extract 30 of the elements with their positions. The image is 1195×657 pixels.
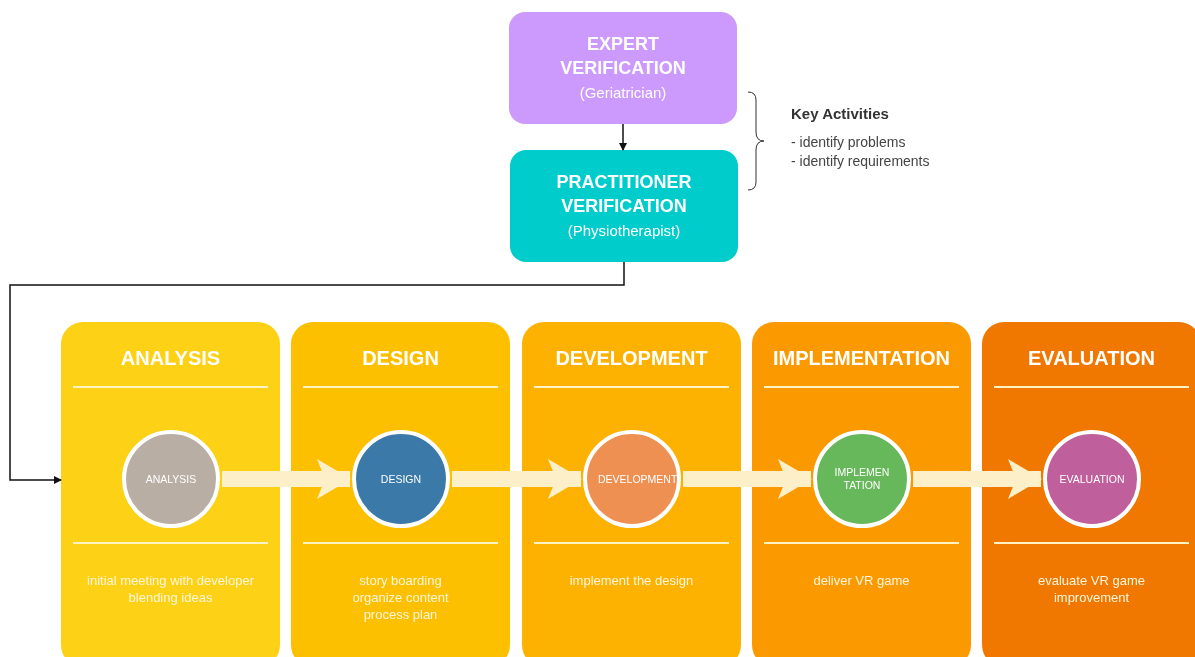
phase-title: EVALUATION — [1027, 346, 1156, 371]
phase-title: ANALYSIS — [119, 346, 222, 371]
phase-card — [982, 322, 1195, 657]
chevron-arrow — [222, 459, 351, 499]
chevron-arrow — [452, 459, 582, 499]
phase-description: initial meeting with developer blending ideas — [86, 572, 255, 606]
verification-box — [510, 150, 738, 262]
phase-title: DEVELOPMENT — [554, 346, 709, 371]
verification-box — [509, 12, 737, 124]
phase-card — [291, 322, 510, 657]
phase-description: implement the design — [568, 572, 695, 589]
phase-title: DESIGN — [361, 346, 440, 371]
activity-item: - identify problems — [791, 133, 907, 152]
phase-description: evaluate VR game improvement — [1037, 572, 1146, 606]
box-title: PRACTITIONER VERIFICATION — [555, 171, 693, 218]
phase-description: deliver VR game — [812, 572, 911, 589]
box-subtitle: (Physiotherapist) — [567, 221, 681, 241]
box-title: EXPERT VERIFICATION — [559, 33, 687, 80]
phase-title: IMPLEMENTATION — [772, 346, 951, 371]
phase-card — [522, 322, 741, 657]
chevron-arrow — [683, 459, 812, 499]
arrow — [619, 123, 627, 151]
activity-item: - identify requirements — [791, 152, 930, 171]
chevron-arrow — [913, 459, 1042, 499]
key-activities-heading: Key Activities — [791, 104, 890, 124]
phase-card — [752, 322, 971, 657]
box-subtitle: (Geriatrician) — [579, 83, 667, 103]
phase-description: story boarding organize content process plan — [351, 572, 450, 623]
phase-card — [61, 322, 280, 657]
arrow — [9, 261, 625, 484]
